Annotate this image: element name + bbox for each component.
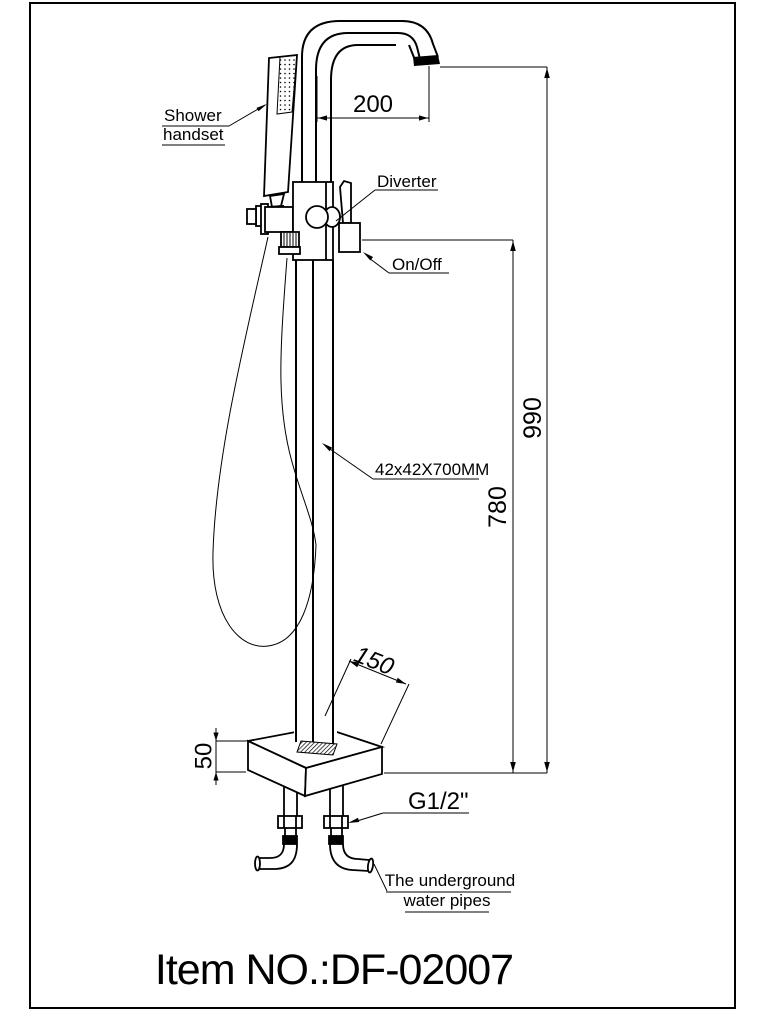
column-mounting-flange <box>296 740 338 756</box>
cartridge-block <box>338 222 361 253</box>
leader-diverter <box>335 189 438 222</box>
left-pipe-open-end <box>254 855 261 872</box>
spout <box>301 20 440 182</box>
leader-inlet-thread <box>348 812 469 823</box>
leader-underground-pipes <box>373 863 511 913</box>
right-elbow-inner <box>342 843 370 861</box>
spout-mid-edge <box>315 32 421 182</box>
item-number-title: Item NO.:DF-02007 <box>155 946 513 994</box>
underground-pipes-label-line1: The underground <box>385 871 515 890</box>
spout-inner-edge <box>330 44 396 182</box>
manifold-arm <box>264 206 294 233</box>
holder-knob <box>246 208 257 225</box>
inlet-thread-label: G1/2" <box>408 788 469 815</box>
dim-outlet-height-780 <box>362 239 516 773</box>
floor-pipes <box>254 785 375 874</box>
leader-shower-handset <box>162 104 267 146</box>
left-pipe-nut <box>277 815 303 829</box>
diverter-label: Diverter <box>377 172 437 191</box>
dim-overall-height-990 <box>384 66 550 774</box>
dim-base-size-150 <box>324 658 410 745</box>
column-spec-label: 42x42X700MM <box>375 460 489 479</box>
dim-value-150: 150 <box>350 641 398 681</box>
base-right-face <box>304 745 383 798</box>
dim-value-990: 990 <box>519 397 547 439</box>
callout-leaders <box>162 104 511 913</box>
dim-spout-reach-200 <box>316 66 430 122</box>
drawing-frame <box>29 2 736 1009</box>
spout-outlet-opening <box>413 55 440 66</box>
diverter-knob <box>305 205 329 229</box>
dim-value-200: 200 <box>353 91 393 118</box>
underground-pipes-label-line2: water pipes <box>403 891 491 910</box>
dim-base-thickness-50 <box>213 728 246 785</box>
leader-column-spec <box>322 443 479 480</box>
hose-connector <box>278 231 301 255</box>
on-off-label: On/Off <box>392 255 442 274</box>
valve-assembly <box>260 179 361 261</box>
dim-value-50: 50 <box>191 743 218 770</box>
right-pipe-nut <box>323 815 349 829</box>
handset-cone <box>268 192 286 208</box>
left-elbow-inner <box>259 843 285 859</box>
hose-inner-curve <box>280 257 317 546</box>
column-occluder <box>294 723 337 740</box>
shower-hose <box>212 236 317 647</box>
shower-handset <box>246 53 298 227</box>
shower-handset-label-line1: Shower <box>164 106 222 125</box>
left-pipe <box>254 786 303 872</box>
connector-nut <box>278 246 301 255</box>
leader-on-off <box>363 252 449 274</box>
right-pipe-seal <box>328 835 344 845</box>
right-elbow-outer <box>329 843 370 872</box>
left-elbow-outer <box>259 843 298 870</box>
right-pipe-open-end <box>366 857 375 874</box>
dim-value-780: 780 <box>484 486 512 528</box>
left-pipe-seal <box>282 835 298 845</box>
dimensions <box>213 66 550 785</box>
handset-spray-face <box>276 54 298 115</box>
hose-outer-curve <box>212 236 317 647</box>
right-pipe <box>323 785 375 874</box>
column <box>295 260 334 745</box>
spout-outer-edge <box>301 20 439 182</box>
shower-handset-label-line2: handset <box>163 125 224 144</box>
